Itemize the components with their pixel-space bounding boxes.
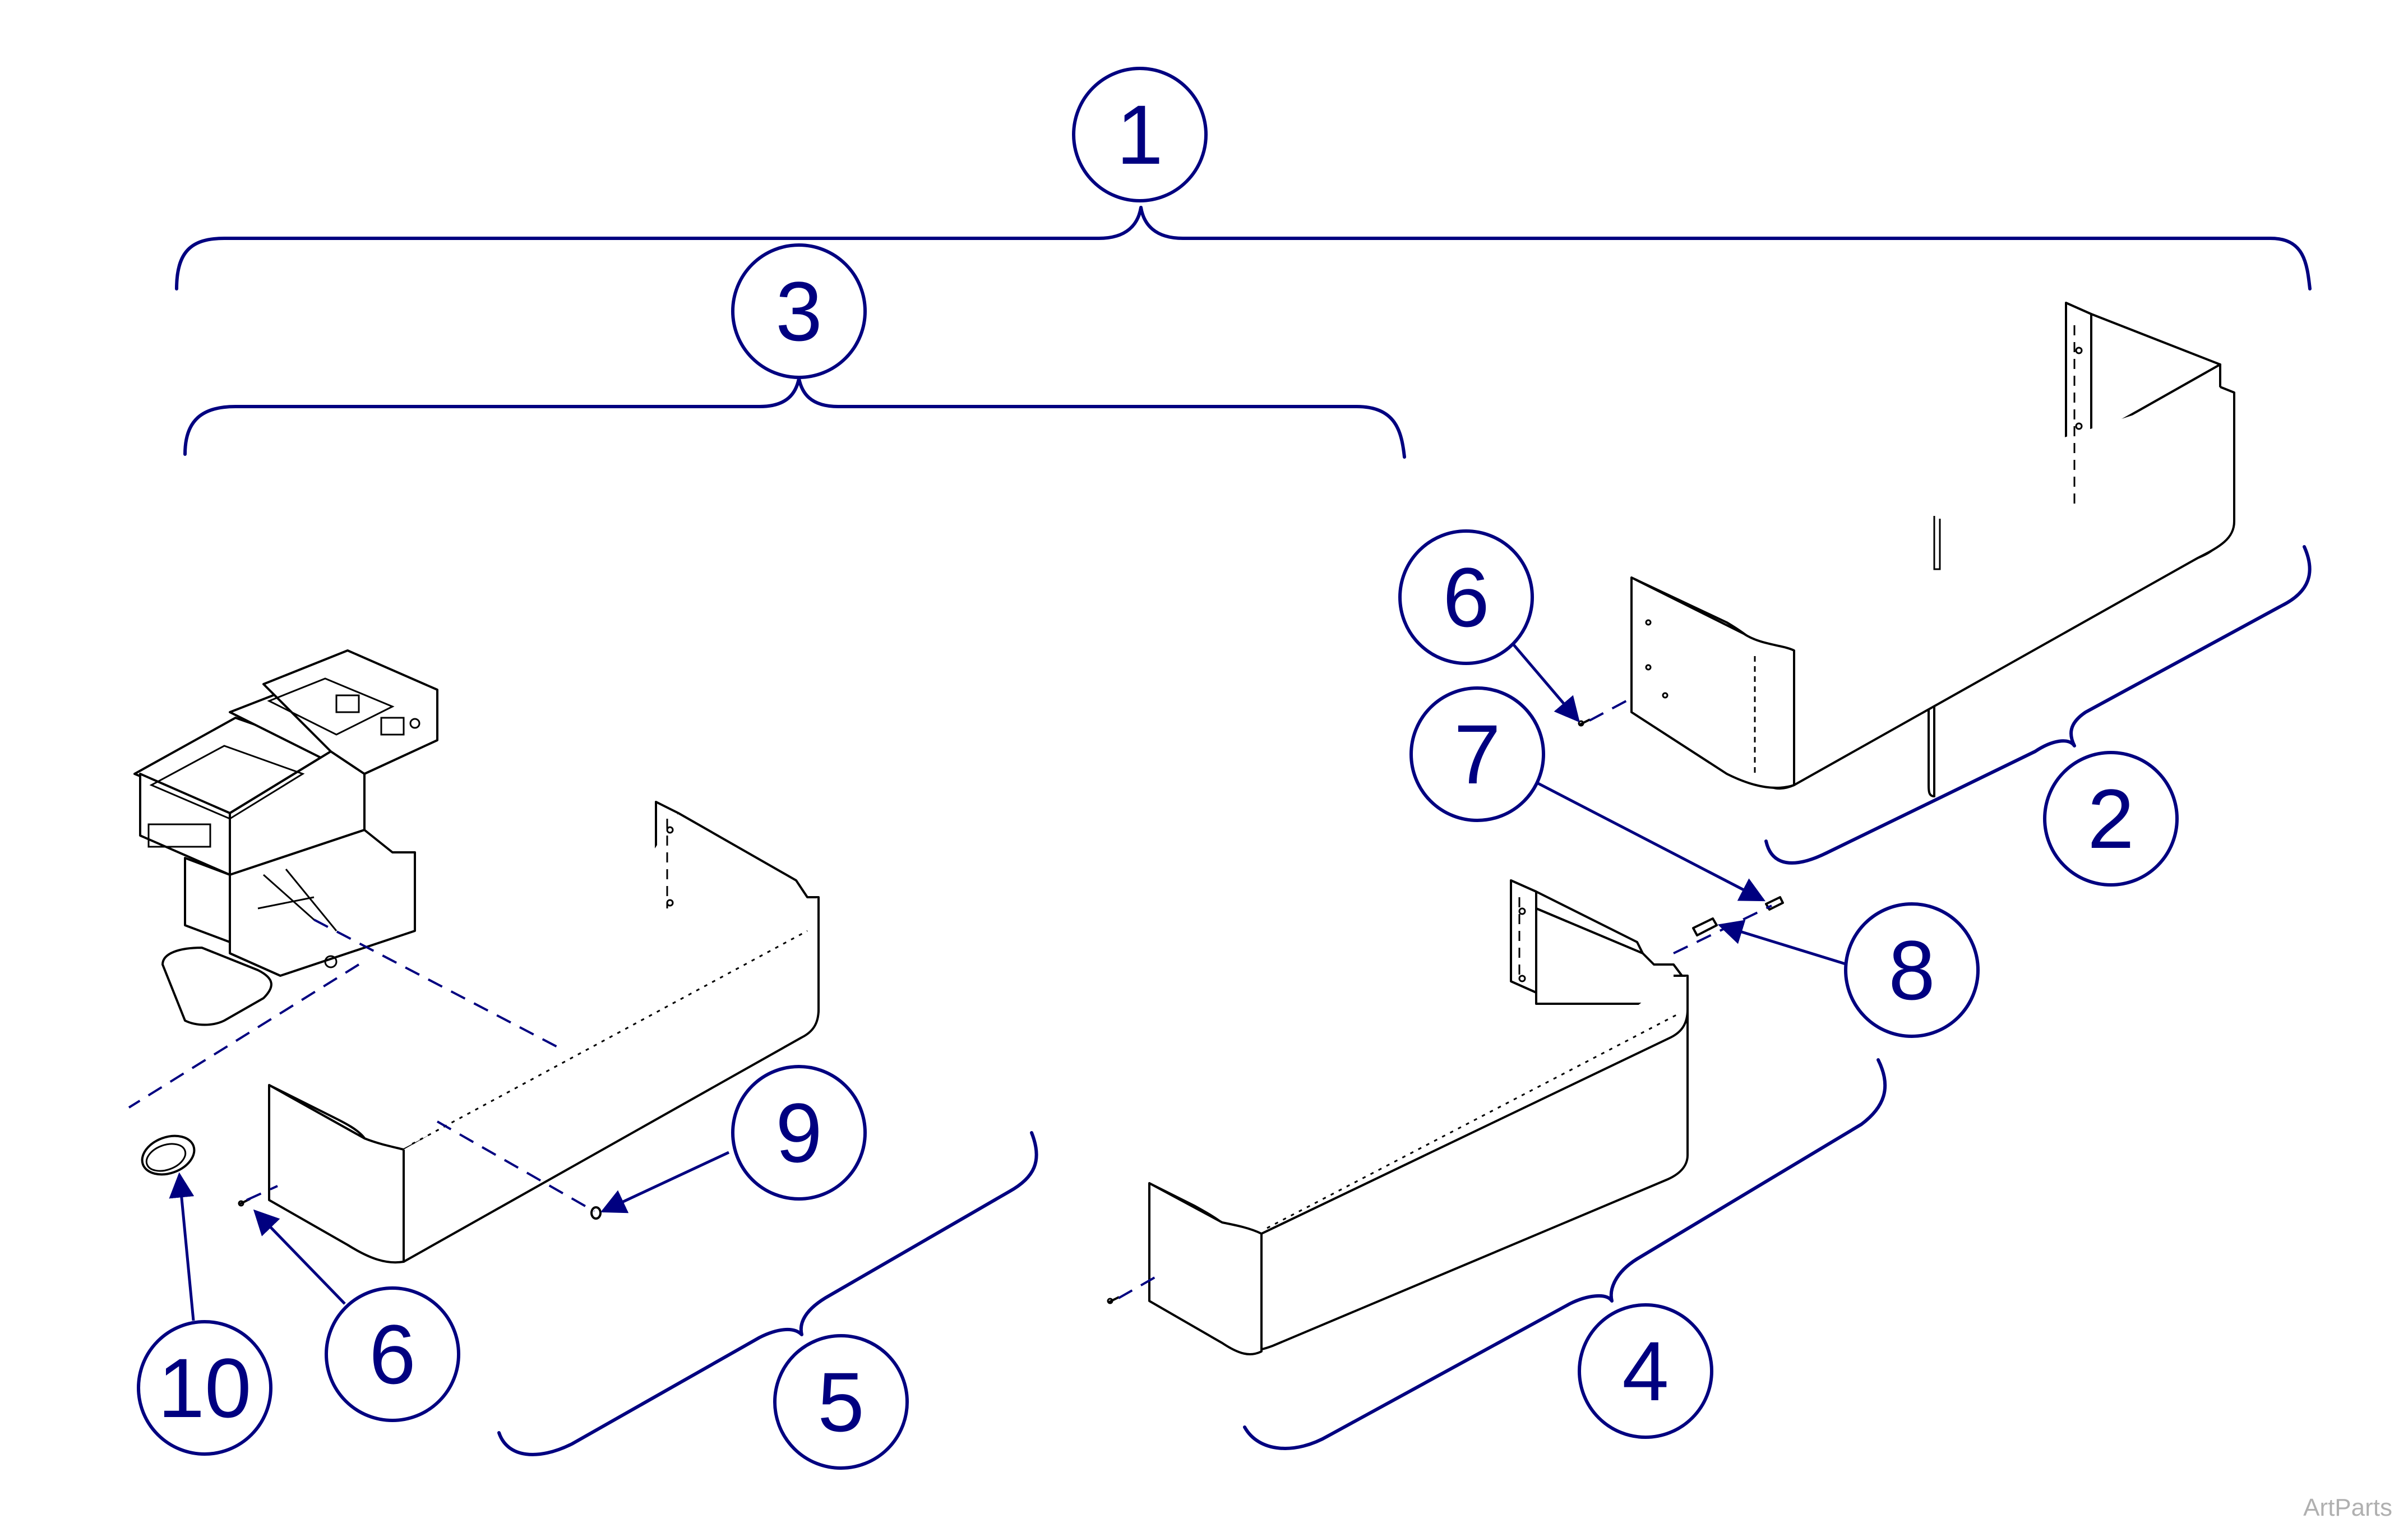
brace-assembly-1: [175, 206, 2312, 290]
callout-5: 5: [773, 1334, 909, 1470]
callout-5-label: 5: [817, 1355, 864, 1449]
assembly-line-clips: [1673, 905, 1772, 954]
leader-9: [600, 1151, 730, 1213]
callout-6-top-label: 6: [1443, 550, 1489, 644]
callout-10-label: 10: [158, 1341, 252, 1435]
part-6-screw-upper: [1578, 718, 1591, 727]
callout-3: 3: [731, 243, 867, 379]
callout-1: 1: [1072, 67, 1208, 202]
callout-9-label: 9: [775, 1086, 822, 1180]
assembly-line-screw-middle: [1118, 1275, 1158, 1299]
assembly-line-screw-lower: [246, 1185, 278, 1201]
callout-4-label: 4: [1622, 1324, 1669, 1418]
leader-6-bottom: [253, 1209, 346, 1305]
leader-6-top: [1513, 644, 1580, 723]
leader-8: [1717, 920, 1848, 966]
assembly-line-screw-upper: [1589, 697, 1632, 722]
brace-part-5: [497, 1131, 1038, 1456]
assembly-line-cap: [128, 963, 360, 1109]
leader-7: [1529, 778, 1765, 902]
part-6-screw-middle: [1107, 1296, 1120, 1304]
brace-assembly-3: [183, 377, 1406, 459]
leader-10: [169, 1172, 195, 1321]
callout-8-label: 8: [1888, 923, 1935, 1017]
assembly-line-fastener: [437, 1120, 595, 1212]
chair-base-assembly: [133, 649, 438, 1026]
callout-2: 2: [2043, 751, 2179, 887]
part-5-front-panel: [268, 801, 820, 1264]
callout-4: 4: [1578, 1303, 1713, 1439]
callout-6-bottom: 6: [325, 1286, 460, 1422]
part-4-middle-panel: [1148, 879, 1689, 1355]
part-2-rear-panel: [1630, 302, 2235, 797]
callout-7: 7: [1409, 686, 1545, 822]
part-8-clip: [1692, 917, 1718, 936]
callout-8: 8: [1844, 902, 1980, 1038]
callout-1-label: 1: [1116, 87, 1163, 182]
part-9-fastener: [590, 1206, 602, 1220]
part-10-cap: [141, 1134, 196, 1176]
assembly-line-chair-to-panel: [313, 919, 561, 1050]
callout-9: 9: [731, 1065, 867, 1201]
callout-2-label: 2: [2087, 772, 2134, 866]
callout-3-label: 3: [775, 264, 822, 358]
watermark: ArtParts: [2303, 1494, 2392, 1521]
callout-10: 10: [137, 1320, 272, 1456]
brace-part-2: [1764, 545, 2312, 865]
callout-6-bottom-label: 6: [369, 1307, 415, 1401]
callout-6-top: 6: [1398, 529, 1534, 665]
brace-part-4: [1243, 1058, 1887, 1450]
callout-7-label: 7: [1454, 707, 1500, 801]
